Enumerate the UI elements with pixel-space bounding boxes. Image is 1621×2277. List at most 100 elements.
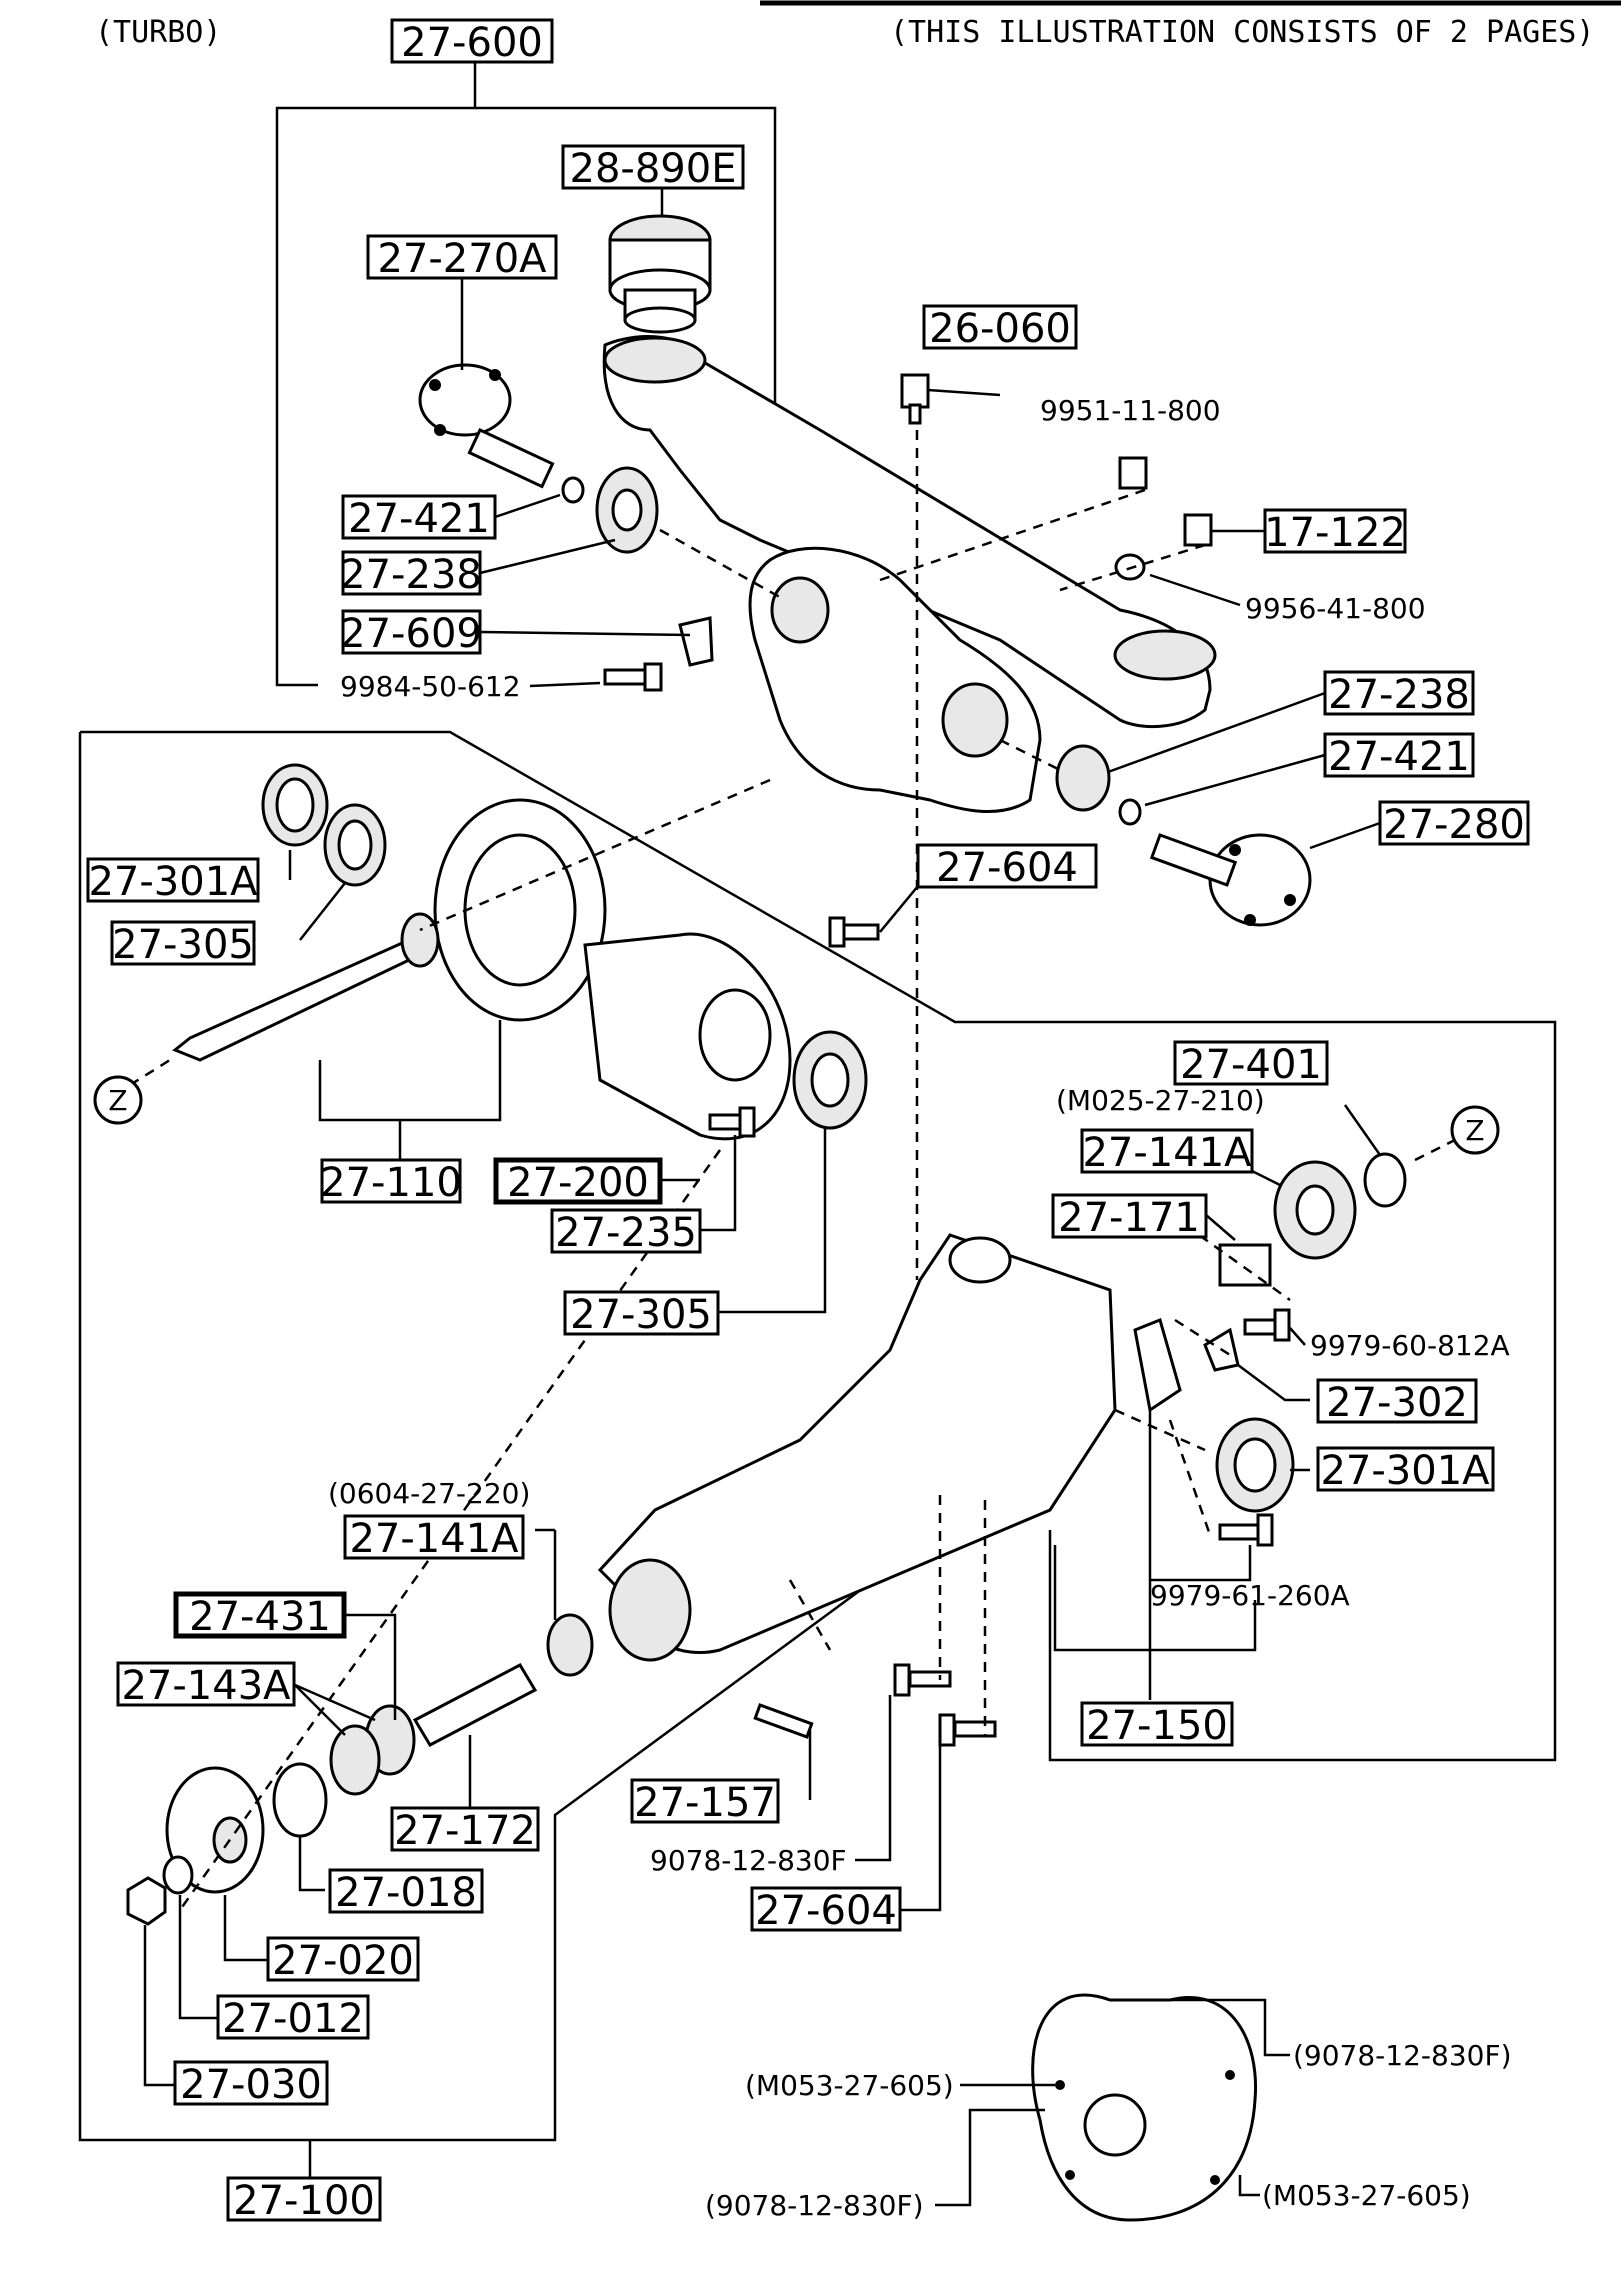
collapsible-spacer-27-018-shape [272, 1762, 328, 1838]
label-27-172[interactable]: 27-172 [390, 1806, 540, 1854]
crossmember-shape [602, 335, 1217, 729]
bolt-27-604-b-shape [938, 1713, 997, 1747]
label-9951-11-800[interactable]: 9951-11-800 [1040, 394, 1221, 427]
svg-text:27-238: 27-238 [1328, 672, 1470, 718]
spacer-27-172-shape [412, 1663, 538, 1747]
label-27-150[interactable]: 27-150 [1080, 1701, 1234, 1749]
bearing-27-141A-b-shape [546, 1613, 594, 1677]
label-9984-50-612[interactable]: 9984-50-612 [340, 670, 521, 703]
svg-text:27-238: 27-238 [340, 552, 482, 598]
label-27-270A[interactable]: 27-270A [366, 234, 558, 282]
ref-9078-12-830F-a: (9078-12-830F) [1293, 2039, 1512, 2072]
svg-text:27-157: 27-157 [634, 1780, 776, 1826]
outline-27-100-top [80, 730, 1557, 1762]
bracket-27-600-right [475, 106, 777, 420]
label-9979-61-260A[interactable]: 9979-61-260A [1150, 1579, 1350, 1612]
plug-9951-shape [1118, 456, 1148, 490]
ref-M053-27-605-b: (M053-27-605) [1262, 2179, 1471, 2212]
bearing-27-141A-a-shape [1273, 1160, 1357, 1260]
bolt-9984-shape [603, 662, 663, 692]
label-27-238-a[interactable]: 27-238 [340, 550, 482, 598]
label-27-018[interactable]: 27-018 [328, 1868, 484, 1916]
bearing-27-305-a-shape [323, 803, 387, 887]
label-27-431[interactable]: 27-431 [173, 1591, 347, 1640]
label-27-143A[interactable]: 27-143A [116, 1661, 296, 1709]
label-27-235[interactable]: 27-235 [550, 1208, 702, 1256]
label-27-301A-a[interactable]: 27-301A [86, 857, 260, 905]
svg-text:27-018: 27-018 [335, 1870, 477, 1916]
svg-text:27-305: 27-305 [570, 1292, 712, 1338]
label-27-421-a[interactable]: 27-421 [341, 494, 497, 542]
svg-text:27-141A: 27-141A [349, 1516, 519, 1562]
ref-0604-27-220: (0604-27-220) [328, 1477, 530, 1510]
svg-text:27-143A: 27-143A [121, 1663, 291, 1709]
label-27-030[interactable]: 27-030 [173, 2060, 329, 2108]
label-27-110[interactable]: 27-110 [320, 1158, 462, 1206]
label-27-171[interactable]: 27-171 [1051, 1193, 1208, 1241]
svg-text:26-060: 26-060 [929, 306, 1071, 352]
label-27-280[interactable]: 27-280 [1378, 800, 1530, 848]
seal-27-401-shape [1363, 1152, 1407, 1208]
outline-27-100 [78, 732, 1011, 2142]
ref-M053-27-605-a: (M053-27-605) [745, 2069, 954, 2102]
svg-text:27-401: 27-401 [1180, 1042, 1322, 1088]
label-27-157[interactable]: 27-157 [630, 1778, 780, 1826]
bearing-27-143A-shape [329, 1704, 416, 1796]
z-marker-right: Z [1450, 1105, 1500, 1155]
extension-housing-shape [597, 1233, 1117, 1662]
label-27-301A-b[interactable]: 27-301A [1316, 1446, 1495, 1494]
svg-text:27-600: 27-600 [401, 20, 543, 66]
svg-text:27-421: 27-421 [1328, 734, 1470, 780]
pinion-shaft-shape [172, 912, 440, 1062]
svg-text:27-604: 27-604 [755, 1888, 897, 1934]
label-27-012[interactable]: 27-012 [216, 1994, 370, 2042]
label-27-604-b[interactable]: 27-604 [750, 1886, 902, 1934]
label-27-421-b[interactable]: 27-421 [1323, 732, 1475, 780]
label-27-305-a[interactable]: 27-305 [110, 920, 256, 968]
label-27-604-a[interactable]: 27-604 [916, 843, 1098, 891]
washer-27-012-shape [162, 1855, 194, 1895]
label-26-060[interactable]: 26-060 [922, 304, 1078, 352]
label-27-609[interactable]: 27-609 [340, 609, 482, 657]
inset-cover-shape [1031, 1993, 1258, 2222]
svg-text:27-235: 27-235 [555, 1210, 697, 1256]
bearing-27-238-b-shape [1055, 744, 1111, 812]
svg-text:27-421: 27-421 [348, 496, 490, 542]
carrier-housing-shape [748, 546, 1042, 813]
svg-text:27-150: 27-150 [1086, 1703, 1228, 1749]
label-27-305-b[interactable]: 27-305 [563, 1290, 720, 1338]
svg-text:17-122: 17-122 [1264, 510, 1406, 556]
label-27-600[interactable]: 27-600 [390, 18, 554, 66]
svg-text:27-609: 27-609 [340, 611, 482, 657]
label-9956-41-800[interactable]: 9956-41-800 [1245, 592, 1426, 625]
snapring-27-421-a-shape [561, 476, 585, 504]
bushing-shape [608, 214, 712, 334]
label-9078-12-830F[interactable]: 9078-12-830F [650, 1844, 847, 1877]
stud-27-157-shape [753, 1703, 814, 1739]
svg-text:28-890E: 28-890E [570, 146, 737, 192]
label-27-302[interactable]: 27-302 [1316, 1378, 1478, 1426]
z-marker-left: Z [93, 1075, 143, 1125]
label-27-238-b[interactable]: 27-238 [1323, 670, 1475, 718]
label-27-141A-b[interactable]: 27-141A [343, 1514, 525, 1562]
svg-text:27-305: 27-305 [112, 922, 254, 968]
svg-text:27-030: 27-030 [180, 2062, 322, 2108]
page-note: (THIS ILLUSTRATION CONSISTS OF 2 PAGES) [890, 15, 1594, 50]
svg-text:27-301A: 27-301A [88, 859, 258, 905]
svg-text:27-604: 27-604 [936, 845, 1078, 891]
label-28-890E[interactable]: 28-890E [561, 144, 745, 192]
label-27-141A-a[interactable]: 27-141A [1080, 1128, 1254, 1176]
label-27-020[interactable]: 27-020 [266, 1936, 420, 1984]
bearing-27-305-b-shape [792, 1030, 868, 1130]
svg-text:27-302: 27-302 [1326, 1380, 1468, 1426]
axle-flange-right-shape [1149, 833, 1312, 927]
label-9979-60-812A[interactable]: 9979-60-812A [1310, 1329, 1510, 1362]
label-27-401[interactable]: 27-401 [1173, 1040, 1329, 1088]
svg-text:27-431: 27-431 [189, 1594, 331, 1640]
label-27-200[interactable]: 27-200 [493, 1157, 663, 1206]
label-17-122[interactable]: 17-122 [1263, 508, 1407, 556]
label-27-100[interactable]: 27-100 [226, 2176, 382, 2224]
variant-label: (TURBO) [95, 15, 221, 50]
ref-9078-12-830F-b: (9078-12-830F) [705, 2189, 924, 2222]
